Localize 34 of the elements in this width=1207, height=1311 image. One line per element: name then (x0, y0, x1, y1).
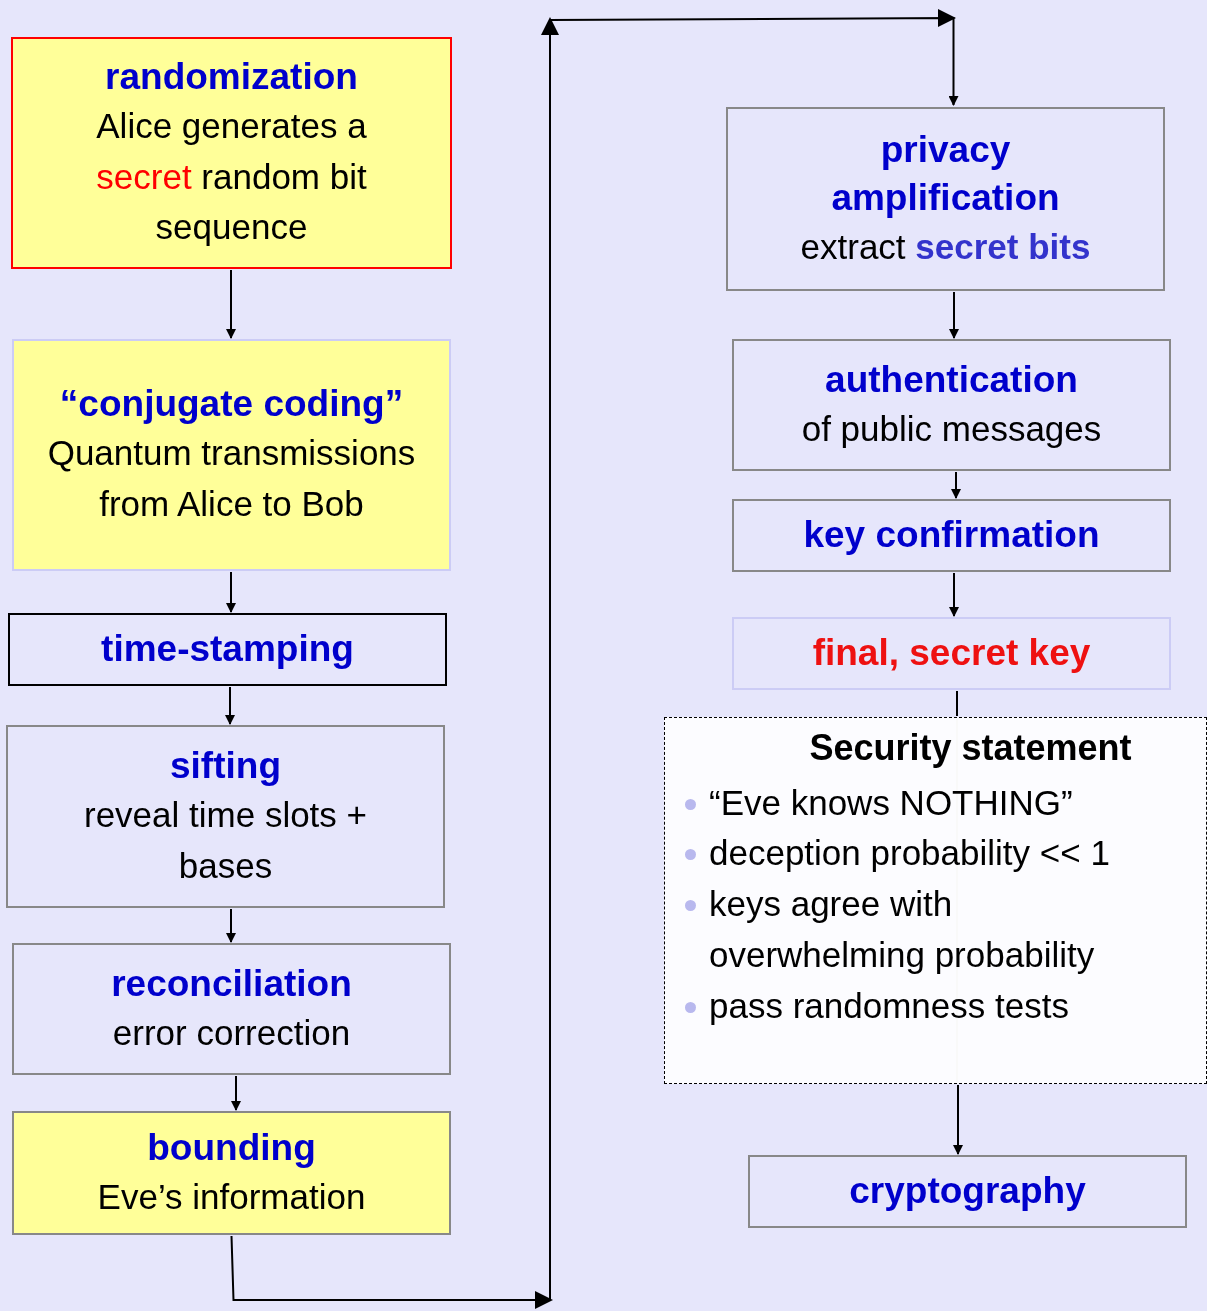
box-title: reconciliation (111, 961, 352, 1006)
box-title: randomization (105, 54, 358, 99)
box-title: final, secret key (812, 631, 1091, 676)
box-title: time-stamping (101, 627, 354, 672)
box-title: sifting (170, 743, 281, 788)
authentication-box (732, 339, 1171, 471)
bounding-box (12, 1111, 451, 1235)
box-title: cryptography (849, 1169, 1086, 1214)
final-key-box (732, 617, 1171, 690)
box-title: privacy amplification (830, 127, 1061, 220)
security-statement-box (664, 717, 1207, 1084)
box-title: authentication (825, 357, 1078, 402)
coding-box (12, 339, 451, 571)
cryptography-box (748, 1155, 1187, 1228)
time-stamping-box (8, 613, 447, 686)
bullet-item: “Eve knows NOTHING” (685, 777, 1159, 829)
reconciliation-box (12, 943, 451, 1075)
box-description: error correction (112, 1011, 351, 1054)
statement-heading: Security statement (809, 728, 1132, 768)
box-description: Quantum transmissions from Alice to Bob (46, 432, 417, 526)
box-description: extract secret bits (800, 225, 1091, 268)
box-description: reveal time slots + bases (83, 793, 368, 887)
box-title: bounding (147, 1125, 316, 1170)
randomization-box (11, 37, 452, 269)
bullet-item: deception probability << 1 (685, 828, 1159, 880)
box-title: key confirmation (803, 513, 1100, 558)
bullet-item: pass randomness tests (685, 980, 1159, 1032)
privacy-amplification-box (726, 107, 1165, 291)
box-title: “conjugate coding” (59, 382, 404, 427)
box-description: Alice generates a secret random bit sequence (95, 104, 368, 249)
box-description: of public messages (801, 407, 1102, 450)
key-confirmation-box (732, 499, 1171, 572)
box-description: Eve’s information (97, 1175, 366, 1218)
sifting-box (6, 725, 445, 908)
